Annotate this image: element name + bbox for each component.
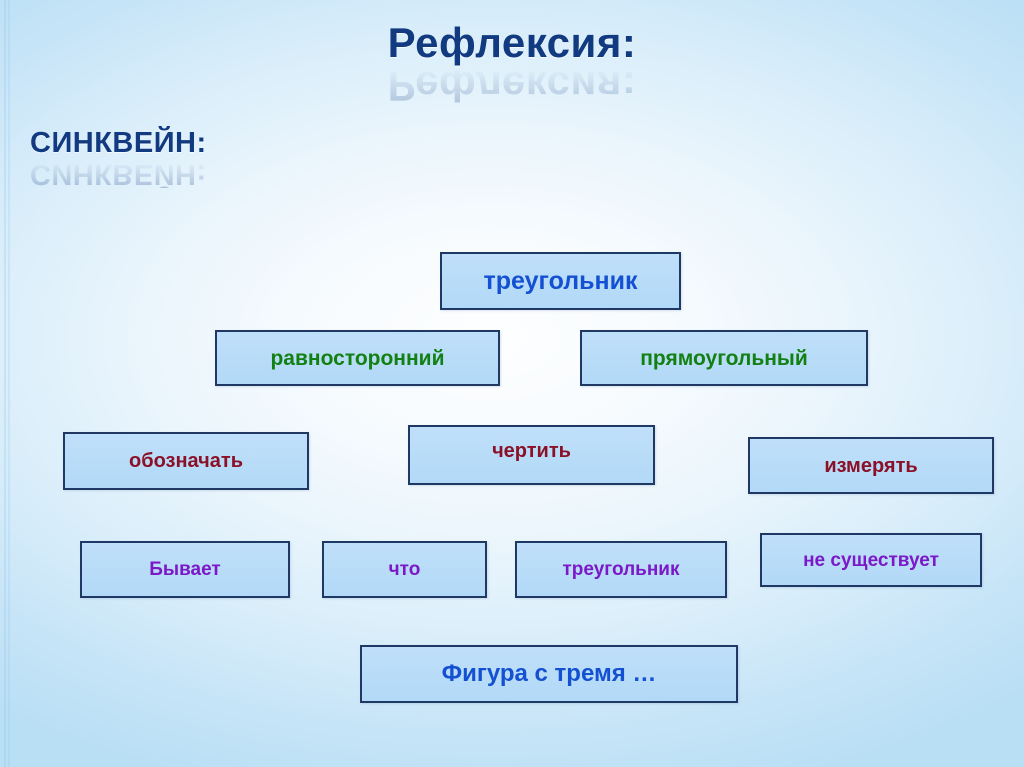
cinquain-box[interactable]: обозначать: [63, 432, 309, 490]
cinquain-box[interactable]: не существует: [760, 533, 982, 587]
cinquain-box-label: треугольник: [483, 266, 638, 295]
cinquain-box[interactable]: прямоугольный: [580, 330, 868, 386]
cinquain-box-label: измерять: [824, 454, 918, 477]
cinquain-box-label: что: [388, 559, 421, 580]
cinquain-box[interactable]: равносторонний: [215, 330, 500, 386]
cinquain-box[interactable]: чертить: [408, 425, 655, 485]
page-subtitle-reflection: СИНКВЕЙН:: [30, 158, 207, 190]
cinquain-box[interactable]: что: [322, 541, 487, 598]
cinquain-box[interactable]: треугольник: [515, 541, 727, 598]
cinquain-box-label: равносторонний: [270, 346, 445, 370]
cinquain-box-label: не существует: [803, 549, 939, 571]
cinquain-box[interactable]: измерять: [748, 437, 994, 494]
page-subtitle: СИНКВЕЙН: СИНКВЕЙН:: [30, 127, 207, 191]
cinquain-box-label: чертить: [492, 439, 571, 462]
cinquain-box-label: обозначать: [129, 450, 243, 472]
cinquain-box-label: прямоугольный: [640, 346, 808, 370]
page-title-text: Рефлексия:: [387, 19, 637, 66]
cinquain-box-label: Фигура с тремя …: [441, 660, 657, 687]
cinquain-box[interactable]: треугольник: [440, 252, 681, 310]
cinquain-box[interactable]: Бывает: [80, 541, 290, 598]
page-title: Рефлексия: Рефлексия:: [0, 19, 1024, 111]
cinquain-box-label: Бывает: [149, 559, 221, 580]
cinquain-box[interactable]: Фигура с тремя …: [360, 645, 738, 703]
page-title-reflection: Рефлексия:: [387, 63, 637, 110]
cinquain-box-label: треугольник: [562, 559, 680, 580]
page-subtitle-text: СИНКВЕЙН:: [30, 127, 207, 159]
